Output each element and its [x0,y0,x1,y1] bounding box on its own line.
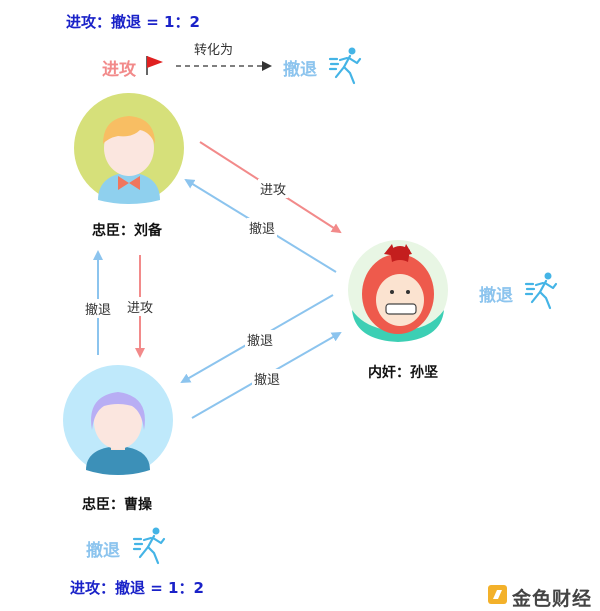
arrow-label-sun-to-cao: 撤退 [245,330,276,349]
running-man-icon-legend [328,47,362,85]
arrow-label-cao-to-sun: 撤退 [252,369,283,388]
arrow-label-sun-to-liubei: 撤退 [247,218,278,237]
ratio-bottom: 进攻：撤退 = 1：2 [70,579,204,597]
legend-convert-label: 转化为 [194,43,234,58]
retreat-tag-caocao: 撤退 [86,541,120,561]
ratio-top: 进攻：撤退 = 1：2 [66,13,200,31]
arrow-label-liubei-to-cao: 进攻 [125,297,156,316]
node-label-liubei: 忠臣：刘备 [92,223,162,239]
node-label-sunjian: 内奸：孙坚 [368,365,438,381]
legend-attack-label: 进攻 [102,60,136,80]
arrow-label-cao-to-liubei: 撤退 [83,299,114,318]
node-label-caocao: 忠臣：曹操 [82,497,152,513]
watermark-logo-icon [488,585,507,604]
avatar-liubei [74,93,184,204]
avatar-sunjian [348,240,448,342]
running-man-icon-sun [524,272,558,310]
arrow-label-liubei-to-sun: 进攻 [258,179,289,198]
running-man-icon-cao [132,527,166,565]
legend-retreat-label: 撤退 [283,60,317,80]
watermark-text: 金色财经 [512,588,593,610]
flag-icon [146,56,163,75]
retreat-tag-sunjian: 撤退 [479,286,513,306]
avatar-caocao [63,365,173,475]
